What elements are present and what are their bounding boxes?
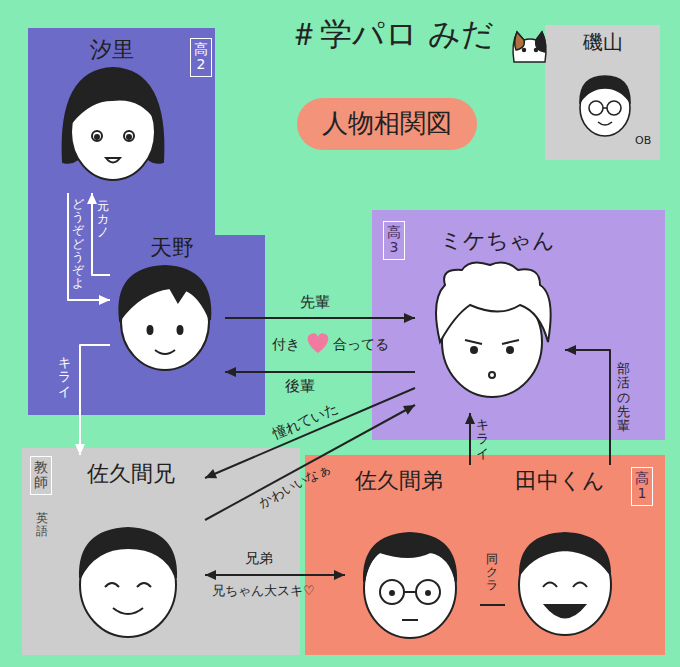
cat-icon-part xyxy=(515,32,525,50)
connector-line xyxy=(225,317,415,319)
note-label: 合ってる xyxy=(333,336,389,352)
face-shiori-part xyxy=(95,135,99,139)
relation-arrow xyxy=(480,605,505,606)
heart-icon xyxy=(308,333,329,353)
face-tanaka-part xyxy=(543,583,587,588)
relation-label: 元カノ xyxy=(97,200,109,240)
face-mike-part xyxy=(507,347,513,353)
character-name: 汐里 xyxy=(90,37,134,62)
face-sakuma-otouto xyxy=(364,533,456,638)
title-pill: 人物相関図 xyxy=(297,98,477,150)
panel-fill xyxy=(28,28,265,415)
cat-icon xyxy=(513,32,546,62)
face-isoyama-part xyxy=(598,108,612,125)
subject-note: 英語 xyxy=(36,512,48,538)
note-label: 兄ちゃん大スキ♡ xyxy=(212,584,315,599)
character-name: 佐久間弟 xyxy=(355,468,443,493)
face-amano-part xyxy=(148,326,153,334)
face-tanaka xyxy=(519,533,611,635)
cat-icon-part xyxy=(523,49,526,52)
face-isoyama xyxy=(580,76,630,136)
face-amano-part xyxy=(155,350,175,354)
grade-tag: 高2 xyxy=(190,38,212,77)
relation-label: 同クラ xyxy=(486,553,498,593)
face-mike-part xyxy=(436,262,551,342)
role-tag: 教師 xyxy=(30,456,52,495)
relation-label: 後輩 xyxy=(285,378,315,395)
face-sakuma-otouto-part xyxy=(380,580,404,604)
face-amano xyxy=(119,266,210,370)
relation-label: 先輩 xyxy=(300,294,330,311)
face-mike-part xyxy=(465,340,519,344)
face-isoyama-part xyxy=(607,101,621,115)
face-mike-part xyxy=(489,372,495,378)
face-shiori-part xyxy=(106,158,120,163)
face-amano-part xyxy=(178,326,183,334)
face-sakuma-ani-part xyxy=(113,608,143,614)
character-name: 佐久間兄 xyxy=(87,461,175,486)
face-sakuma-otouto-part xyxy=(404,591,416,593)
connector-line xyxy=(480,604,505,606)
relation-label: どうぞどうぞよ xyxy=(72,198,84,290)
face-sakuma-ani xyxy=(80,528,176,637)
connector-line xyxy=(225,371,415,373)
heart-icon-part xyxy=(308,333,329,353)
face-sakuma-otouto-part xyxy=(402,619,418,621)
character-name: 天野 xyxy=(150,235,194,260)
face-shiori-part xyxy=(72,78,156,122)
character-name: ミケちゃん xyxy=(440,228,555,253)
character-name: 田中くん xyxy=(515,468,605,493)
note-label: 付き xyxy=(272,336,300,352)
face-sakuma-otouto-part xyxy=(426,591,430,595)
role-note: OB xyxy=(635,135,651,148)
face-shiori-part xyxy=(92,131,102,141)
face-sakuma-otouto-part xyxy=(416,580,440,604)
relation-label: キライ xyxy=(476,418,489,461)
relation-label: キライ xyxy=(58,356,71,399)
relation-label: 兄弟 xyxy=(245,550,273,566)
diagram-title: ＃学パロ みだ xyxy=(288,16,494,53)
cat-icon-part xyxy=(513,32,546,62)
character-name: 磯山 xyxy=(583,31,623,54)
pill-label: 人物相関図 xyxy=(322,109,452,139)
grade-panel: 高1 佐久間弟 田中くん xyxy=(305,455,665,655)
face-sakuma-ani-part xyxy=(105,583,151,587)
face-shiori-part xyxy=(127,135,131,139)
face-mike-part xyxy=(471,347,477,353)
face-sakuma-otouto-part xyxy=(390,591,394,595)
face-tanaka-part xyxy=(545,605,585,618)
cat-icon-part xyxy=(535,49,538,52)
grade-tag: 高3 xyxy=(383,221,405,260)
relation-label: 部活の先輩 xyxy=(617,362,630,433)
face-shiori-part xyxy=(124,131,134,141)
connector-line xyxy=(205,574,345,576)
grade-tag: 高1 xyxy=(631,467,653,506)
face-isoyama-part xyxy=(589,101,603,115)
